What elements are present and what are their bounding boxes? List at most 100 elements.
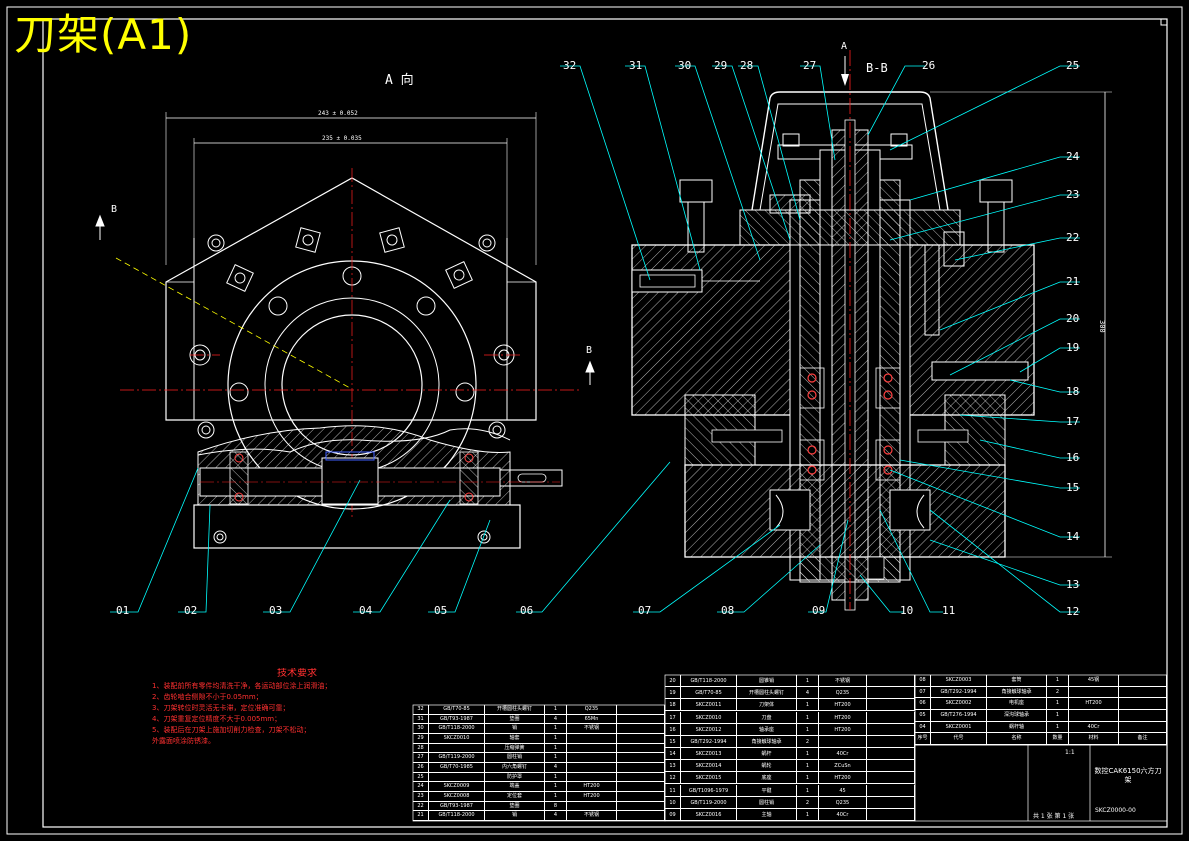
bom-cell-qty: 4 [545,763,567,772]
bom-cell-mat: Q235 [819,687,867,699]
outer-frame [6,6,1183,835]
callout-19: 19 [1066,341,1080,354]
bom-cell-name: 压缩弹簧 [485,743,545,753]
callout-07: 07 [638,604,652,617]
bom-cell-qty: 1 [797,784,819,796]
bom-cell-name: 刀盘 [737,711,797,723]
bom-cell-mat [567,734,617,743]
callout-11: 11 [942,604,956,617]
bom-cell-code: 代号 [931,733,987,744]
bom-cell-mat: HT200 [567,792,617,801]
callout-12: 12 [1066,605,1080,618]
bom-cell-note [867,772,915,784]
bom-cell-no: 23 [413,792,429,801]
bom-cell-qty: 数量 [1047,733,1069,744]
bom-cell-code: SKCZ0015 [681,772,737,784]
bom-cell-qty: 1 [545,792,567,801]
bom-cell-name: 圆锥销 [737,675,797,687]
bom-cell-name: 销 [485,811,545,820]
bom-row: 序号代号名称数量材料备注 [915,733,1167,745]
bom-cell-code: SKCZ0008 [429,792,485,801]
bom-cell-no: 20 [665,675,681,687]
bom-cell-no: 19 [665,687,681,699]
callout-03: 03 [269,604,283,617]
bom-cell-mat: HT200 [819,699,867,711]
bom-cell-qty: 1 [797,699,819,711]
bom-cell-no: 05 [915,710,931,721]
title-block: 数控CAK6150六方刀架 1:1 共 1 张 第 1 张 SKCZ0000-0… [915,745,1167,821]
dim-inner: 235 ± 0.035 [322,135,362,142]
bom-cell-no: 31 [413,714,429,724]
drawing-title: 刀架(A1) [14,10,193,59]
bom-cell-name: 角接触球轴承 [987,686,1047,698]
bom-cell-no: 27 [413,753,429,762]
bom-cell-note [867,699,915,711]
bom-cell-note [867,784,915,796]
bom-cell-mat: 40Cr [1069,721,1119,733]
bom-cell-qty: 2 [1047,686,1069,698]
bom-cell-mat [567,772,617,782]
bom-cell-name: 内六角螺钉 [485,763,545,772]
title-block-drawing-no: SKCZ0000-00 [1095,807,1136,814]
bom-cell-no: 17 [665,711,681,723]
bom-cell-mat: ZCuSn [819,760,867,772]
bom-cell-name: 销 [485,724,545,733]
callout-02: 02 [184,604,198,617]
tech-heading: 技术要求 [277,668,317,679]
bom-cell-code: GB/T292-1994 [931,686,987,698]
bom-cell-no: 06 [915,698,931,709]
bom-cell-name: 名称 [987,733,1047,744]
bom-cell-qty: 1 [1047,698,1069,709]
bom-cell-code [429,743,485,753]
callout-27: 27 [803,59,817,72]
callout-24: 24 [1066,150,1080,163]
bom-cell-name: 垫圈 [485,714,545,724]
bom-cell-no: 11 [665,784,681,796]
bom-cell-name: 端盖 [485,782,545,791]
bom-cell-qty: 1 [545,734,567,743]
bom-cell-no: 21 [413,811,429,820]
section-label: B-B [866,61,888,75]
bom-cell-qty: 2 [797,735,819,747]
bom-cell-name: 深沟球轴承 [987,710,1047,721]
bom-cell-qty: 1 [545,753,567,762]
bom-cell-code: GB/T119-2000 [429,753,485,762]
arrow-a-label: A [841,41,848,52]
bom-cell-note [1119,710,1167,721]
bom-cell-mat [1069,686,1119,698]
bom-cell-code: GB/T93-1987 [429,714,485,724]
bom-cell-name: 角接触球轴承 [737,735,797,747]
callout-05: 05 [434,604,448,617]
inner-frame [42,18,1168,828]
corner-box [1160,18,1168,26]
bom-cell-qty: 1 [545,743,567,753]
bom-cell-note [617,743,665,753]
bom-cell-name: 套筒 [987,675,1047,686]
bom-cell-mat: HT200 [1069,698,1119,709]
bom-cell-qty: 1 [545,782,567,791]
bom-cell-note [1119,675,1167,686]
title-block-scale: 1:1 [1065,749,1075,756]
bom-cell-code: GB/T119-2000 [681,796,737,808]
bom-cell-note [617,753,665,762]
bom-cell-note [1119,721,1167,733]
bom-cell-no: 16 [665,723,681,735]
bom-cell-code: SKCZ0010 [681,711,737,723]
bom-cell-qty: 1 [545,772,567,782]
callout-21: 21 [1066,275,1080,288]
cut-b-left-label: B [111,204,118,215]
tech-item: 4、刀架重复定位精度不大于0.005mm； [152,715,282,723]
bom-cell-note [617,724,665,733]
bom-cell-code: GB/T1096-1979 [681,784,737,796]
